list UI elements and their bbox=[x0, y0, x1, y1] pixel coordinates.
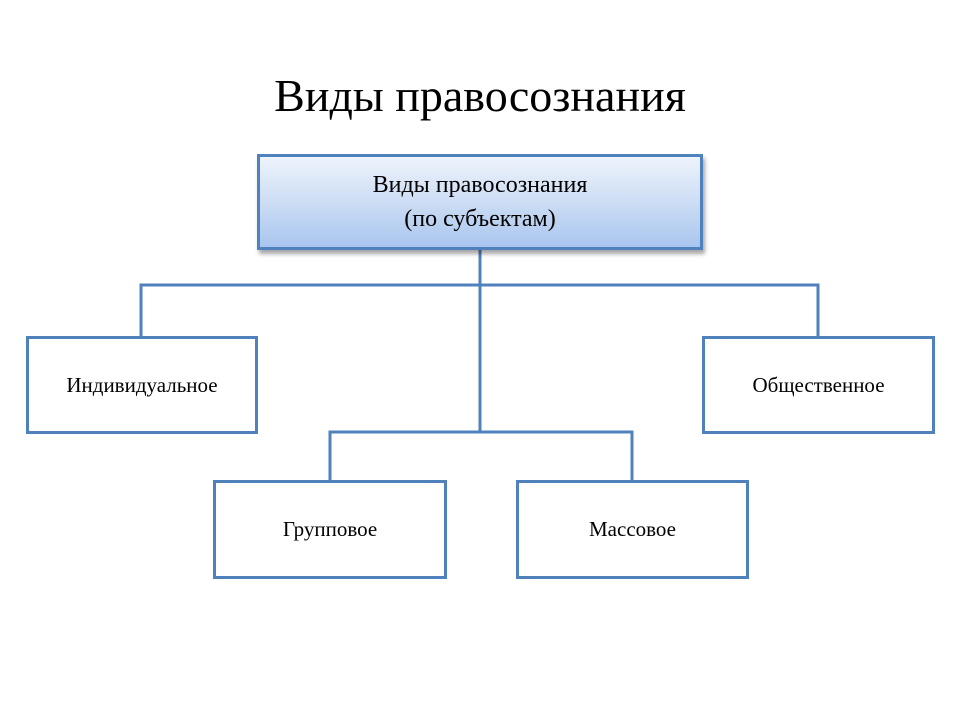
root-node-label: Виды правосознания bbox=[372, 172, 588, 198]
node-group-label: Групповое bbox=[282, 517, 378, 541]
node-social: Общественное bbox=[702, 336, 935, 434]
root-node-sublabel: (по субъектам) bbox=[404, 206, 556, 232]
node-group: Групповое bbox=[213, 480, 447, 579]
node-mass-label: Массовое bbox=[589, 517, 676, 541]
root-node: Виды правосознания (по субъектам) bbox=[257, 154, 703, 250]
node-mass: Массовое bbox=[516, 480, 749, 579]
node-individual-label: Индивидуальное bbox=[66, 372, 218, 397]
node-social-label: Общественное bbox=[752, 372, 885, 397]
slide-title: Виды правосознания bbox=[274, 70, 686, 121]
node-individual: Индивидуальное bbox=[26, 336, 258, 434]
